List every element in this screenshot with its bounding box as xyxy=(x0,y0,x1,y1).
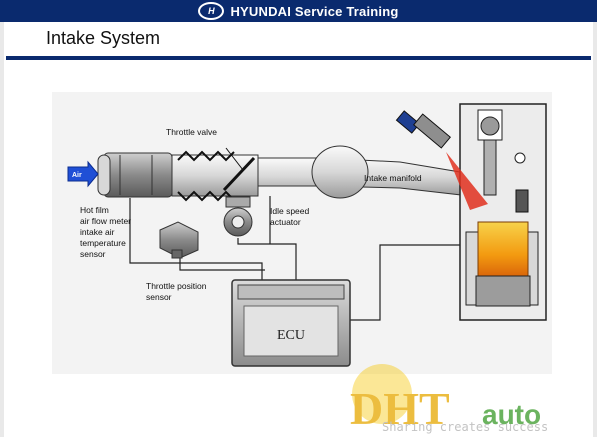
fuel-injector xyxy=(395,110,488,210)
hot-film-label-2: air flow meter xyxy=(80,216,131,226)
header-bar xyxy=(0,0,597,22)
ecu-label: ECU xyxy=(277,328,305,343)
intake-manifold-label: Intake manifold xyxy=(364,173,422,183)
ecu-module xyxy=(231,279,351,367)
brand-banner: H HYUNDAI Service Training xyxy=(0,0,597,22)
air-flow-meter xyxy=(97,152,173,198)
idle-speed-label-2: actuator xyxy=(270,217,301,227)
left-frame xyxy=(0,22,4,437)
intake-tube xyxy=(171,145,471,202)
throttle-valve-label: Throttle valve xyxy=(166,127,217,137)
watermark-brand: auto xyxy=(482,399,541,430)
hot-film-label-3: intake air xyxy=(80,227,115,237)
tps-label-2: sensor xyxy=(146,292,172,302)
throttle-position-sensor xyxy=(159,221,199,259)
hot-film-label-4: temperature xyxy=(80,238,126,248)
air-arrow-icon xyxy=(67,160,99,188)
brand-text: HYUNDAI Service Training xyxy=(230,3,399,19)
watermark-logo-icon: DHT auto xyxy=(350,364,541,434)
slide-title: Intake System xyxy=(46,28,161,48)
watermark-mark: DHT xyxy=(350,383,450,434)
air-label: Air xyxy=(72,172,82,179)
sensor-wires xyxy=(129,196,470,321)
engine-head xyxy=(459,103,547,321)
idle-speed-actuator xyxy=(223,196,253,237)
throttle-leader xyxy=(225,147,244,171)
hyundai-logo-icon: H xyxy=(198,2,225,20)
right-frame xyxy=(593,22,597,437)
hot-film-label-1: Hot film xyxy=(80,205,109,215)
throttle-plate xyxy=(222,156,256,192)
hot-film-label-5: sensor xyxy=(80,249,106,259)
watermark-tagline: Sharing creates success xyxy=(382,420,549,434)
tps-label-1: Throttle position xyxy=(146,281,207,291)
idle-speed-label-1: Idle speed xyxy=(270,206,309,216)
title-rule xyxy=(6,56,591,60)
